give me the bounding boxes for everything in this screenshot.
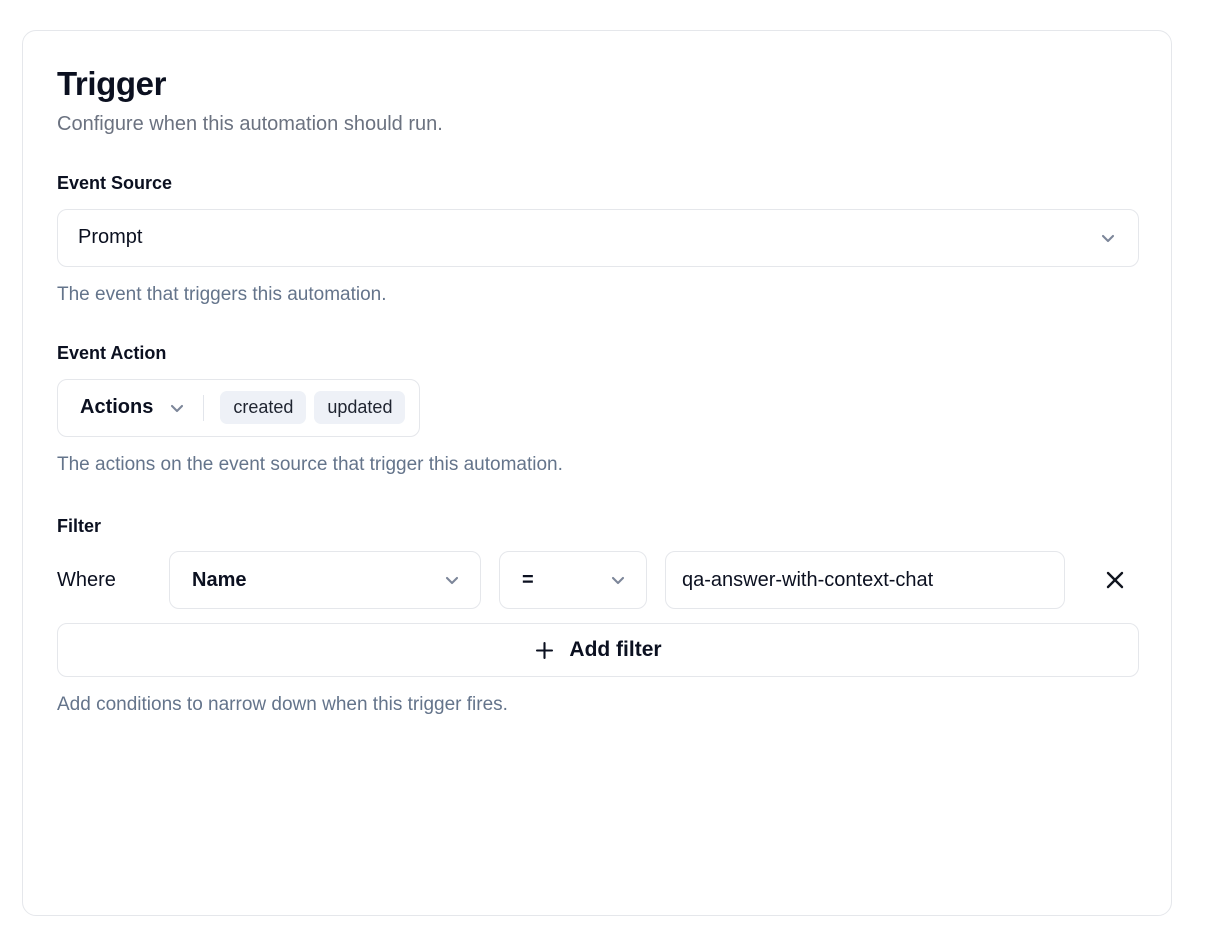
filter-group: Filter Where Name =	[57, 516, 1139, 718]
event-source-group: Event Source Prompt The event that trigg…	[57, 173, 1139, 307]
event-source-help: The event that triggers this automation.	[57, 283, 387, 305]
remove-filter-button[interactable]	[1097, 562, 1133, 598]
event-source-select[interactable]: Prompt	[57, 208, 1139, 267]
filter-operator-select[interactable]: =	[499, 551, 647, 610]
event-action-trigger[interactable]: Actions	[80, 396, 187, 419]
plus-icon	[536, 641, 554, 659]
filter-value-input[interactable]	[665, 551, 1065, 610]
action-divider	[203, 394, 205, 421]
event-action-help: The actions on the event source that tri…	[57, 453, 563, 475]
filter-field-select[interactable]: Name	[169, 551, 481, 610]
chevron-down-icon	[171, 404, 184, 412]
selected-actions-list: created updated	[220, 391, 406, 425]
close-icon	[1106, 571, 1124, 589]
event-action-trigger-label: Actions	[80, 396, 154, 419]
chevron-down-icon	[1101, 234, 1115, 242]
action-pill-updated[interactable]: updated	[314, 391, 406, 425]
page-title: Trigger	[57, 65, 167, 102]
event-action-group: Event Action Actions created updated The…	[57, 343, 1139, 477]
page-subtitle: Configure when this automation should ru…	[57, 112, 443, 135]
where-label: Where	[57, 568, 116, 591]
action-pill-created[interactable]: created	[220, 391, 307, 425]
add-filter-label: Add filter	[569, 638, 662, 662]
event-action-select[interactable]: Actions created updated	[57, 378, 421, 437]
event-source-label: Event Source	[57, 172, 173, 193]
filter-field-value: Name	[192, 568, 247, 591]
trigger-card: Trigger Configure when this automation s…	[22, 30, 1172, 916]
chevron-down-icon	[445, 577, 459, 585]
event-action-label: Event Action	[57, 343, 167, 364]
chevron-down-icon	[611, 577, 625, 585]
add-filter-button[interactable]: Add filter	[57, 623, 1139, 678]
filter-help: Add conditions to narrow down when this …	[57, 694, 508, 716]
filter-row: Where Name =	[57, 551, 1139, 610]
filter-label: Filter	[57, 515, 102, 536]
filter-operator-value: =	[522, 568, 534, 591]
event-source-value: Prompt	[78, 226, 143, 249]
